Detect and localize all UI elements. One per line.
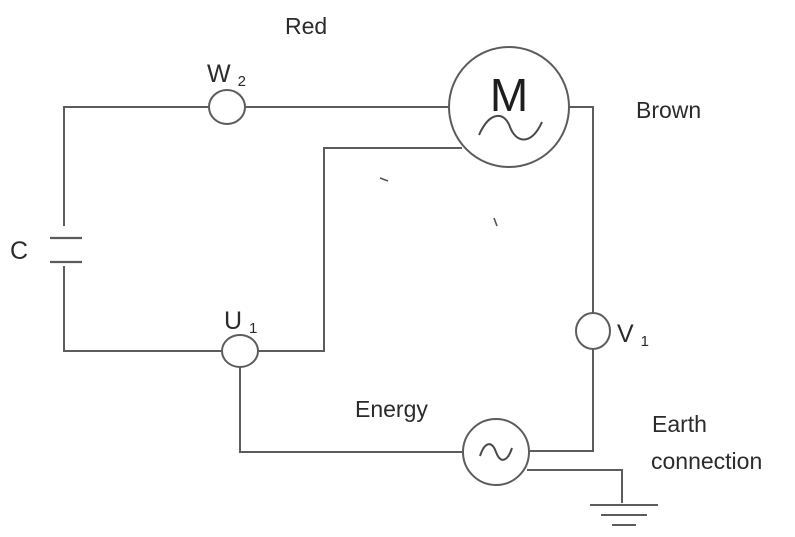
terminal-v1 (575, 312, 611, 350)
label-v1-sub: 1 (641, 333, 649, 350)
label-v1: V 1 (617, 320, 649, 350)
label-u1-main: U (224, 307, 242, 335)
label-energy: Energy (355, 396, 428, 422)
label-capacitor: C (10, 237, 28, 265)
wire-earth (527, 469, 623, 503)
motor-sine-icon (478, 115, 543, 141)
capacitor-symbol (50, 236, 82, 264)
label-v1-main: V (617, 320, 634, 348)
wire-capacitor-to-u1 (63, 266, 222, 352)
wire-v1-to-energy (530, 349, 594, 452)
ground-icon (590, 504, 658, 526)
label-red: Red (285, 13, 327, 39)
stray-marks (379, 177, 498, 227)
wire-motor-to-v1 (568, 106, 594, 313)
label-earth-connection: connection (651, 448, 762, 474)
label-u1: U 1 (224, 307, 257, 337)
wire-u1-to-motor (258, 147, 462, 352)
wire-u1-to-energy (239, 367, 462, 453)
terminal-u1 (221, 334, 259, 368)
wires (63, 106, 623, 503)
energy-source-symbol (462, 418, 530, 486)
label-brown: Brown (636, 97, 701, 123)
terminal-w2 (208, 89, 246, 125)
label-w2-main: W (207, 60, 231, 88)
label-u1-sub: 1 (249, 320, 257, 337)
label-w2-sub: 2 (238, 73, 246, 90)
label-w2: W 2 (207, 60, 246, 90)
motor-symbol: M (448, 46, 570, 168)
motor-letter: M (490, 69, 528, 121)
wire-capacitor-to-w2 (63, 106, 209, 226)
label-earth: Earth (652, 411, 707, 437)
ac-sine-icon (479, 443, 513, 461)
